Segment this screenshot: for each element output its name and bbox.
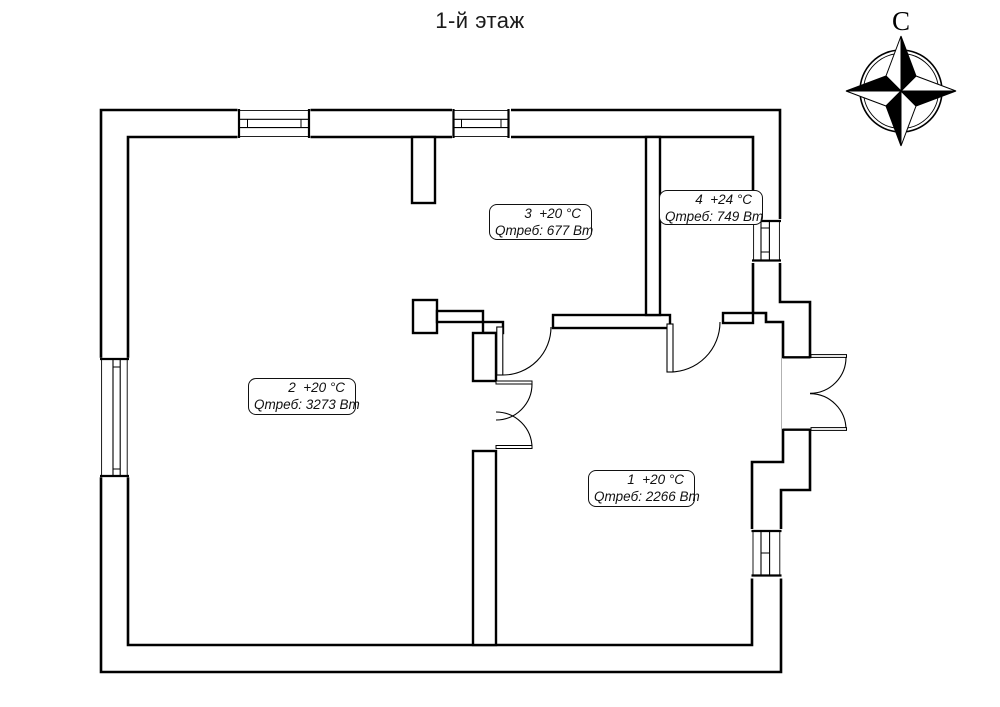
page-title: 1-й этаж (435, 8, 525, 33)
window-left (100, 357, 129, 478)
room-temperature: 4 +24 °C (695, 192, 752, 207)
room-label-3: 3 +20 °C Qтреб: 677 Вт (489, 204, 594, 240)
room-label-1: 1 +20 °C Qтреб: 2266 Вт (588, 470, 700, 507)
wall-hall-right (721, 311, 755, 325)
wall-partition-3-4 (644, 135, 662, 317)
room-temperature: 2 +20 °C (288, 380, 345, 395)
wall-opening-clears (98, 107, 812, 579)
door-double-swing (495, 380, 533, 449)
window-top-left (237, 109, 311, 138)
door-leaf (666, 323, 674, 373)
wall-divider-upper (471, 331, 498, 383)
room-label-2: 2 +20 °C Qтреб: 3273 Вт (248, 378, 360, 415)
wall-divider-lower (471, 449, 498, 647)
room-heat-demand: Qтреб: 2266 Вт (594, 488, 700, 504)
compass-star (845, 35, 957, 147)
compass-north-letter: С (892, 6, 910, 36)
room-heat-demand: Qтреб: 3273 Вт (254, 396, 360, 412)
door-leaf (495, 380, 533, 385)
wall-hall-top (551, 313, 672, 330)
interior-walls (410, 135, 755, 647)
room-temperature: 3 +20 °C (524, 206, 581, 221)
room-temperature: 1 +20 °C (627, 472, 684, 487)
door-leaf (810, 427, 847, 431)
door-room1-hall (666, 321, 721, 373)
door-leaf (496, 326, 504, 376)
compass-rose: С (845, 6, 957, 147)
window-top-middle (452, 109, 510, 138)
door-leaf (810, 354, 847, 358)
door-room3 (496, 326, 552, 376)
entrance-door (783, 354, 847, 431)
wall-block-b (435, 309, 485, 324)
window-right-lower (751, 529, 782, 577)
room-heat-demand: Qтреб: 677 Вт (495, 222, 594, 238)
room-label-4: 4 +24 °C Qтреб: 749 Вт (659, 190, 763, 225)
door-leaf (495, 445, 533, 449)
room-heat-demand: Qтреб: 749 Вт (665, 208, 764, 224)
wall-block-a (411, 298, 439, 335)
wall-stub-top (410, 135, 437, 205)
